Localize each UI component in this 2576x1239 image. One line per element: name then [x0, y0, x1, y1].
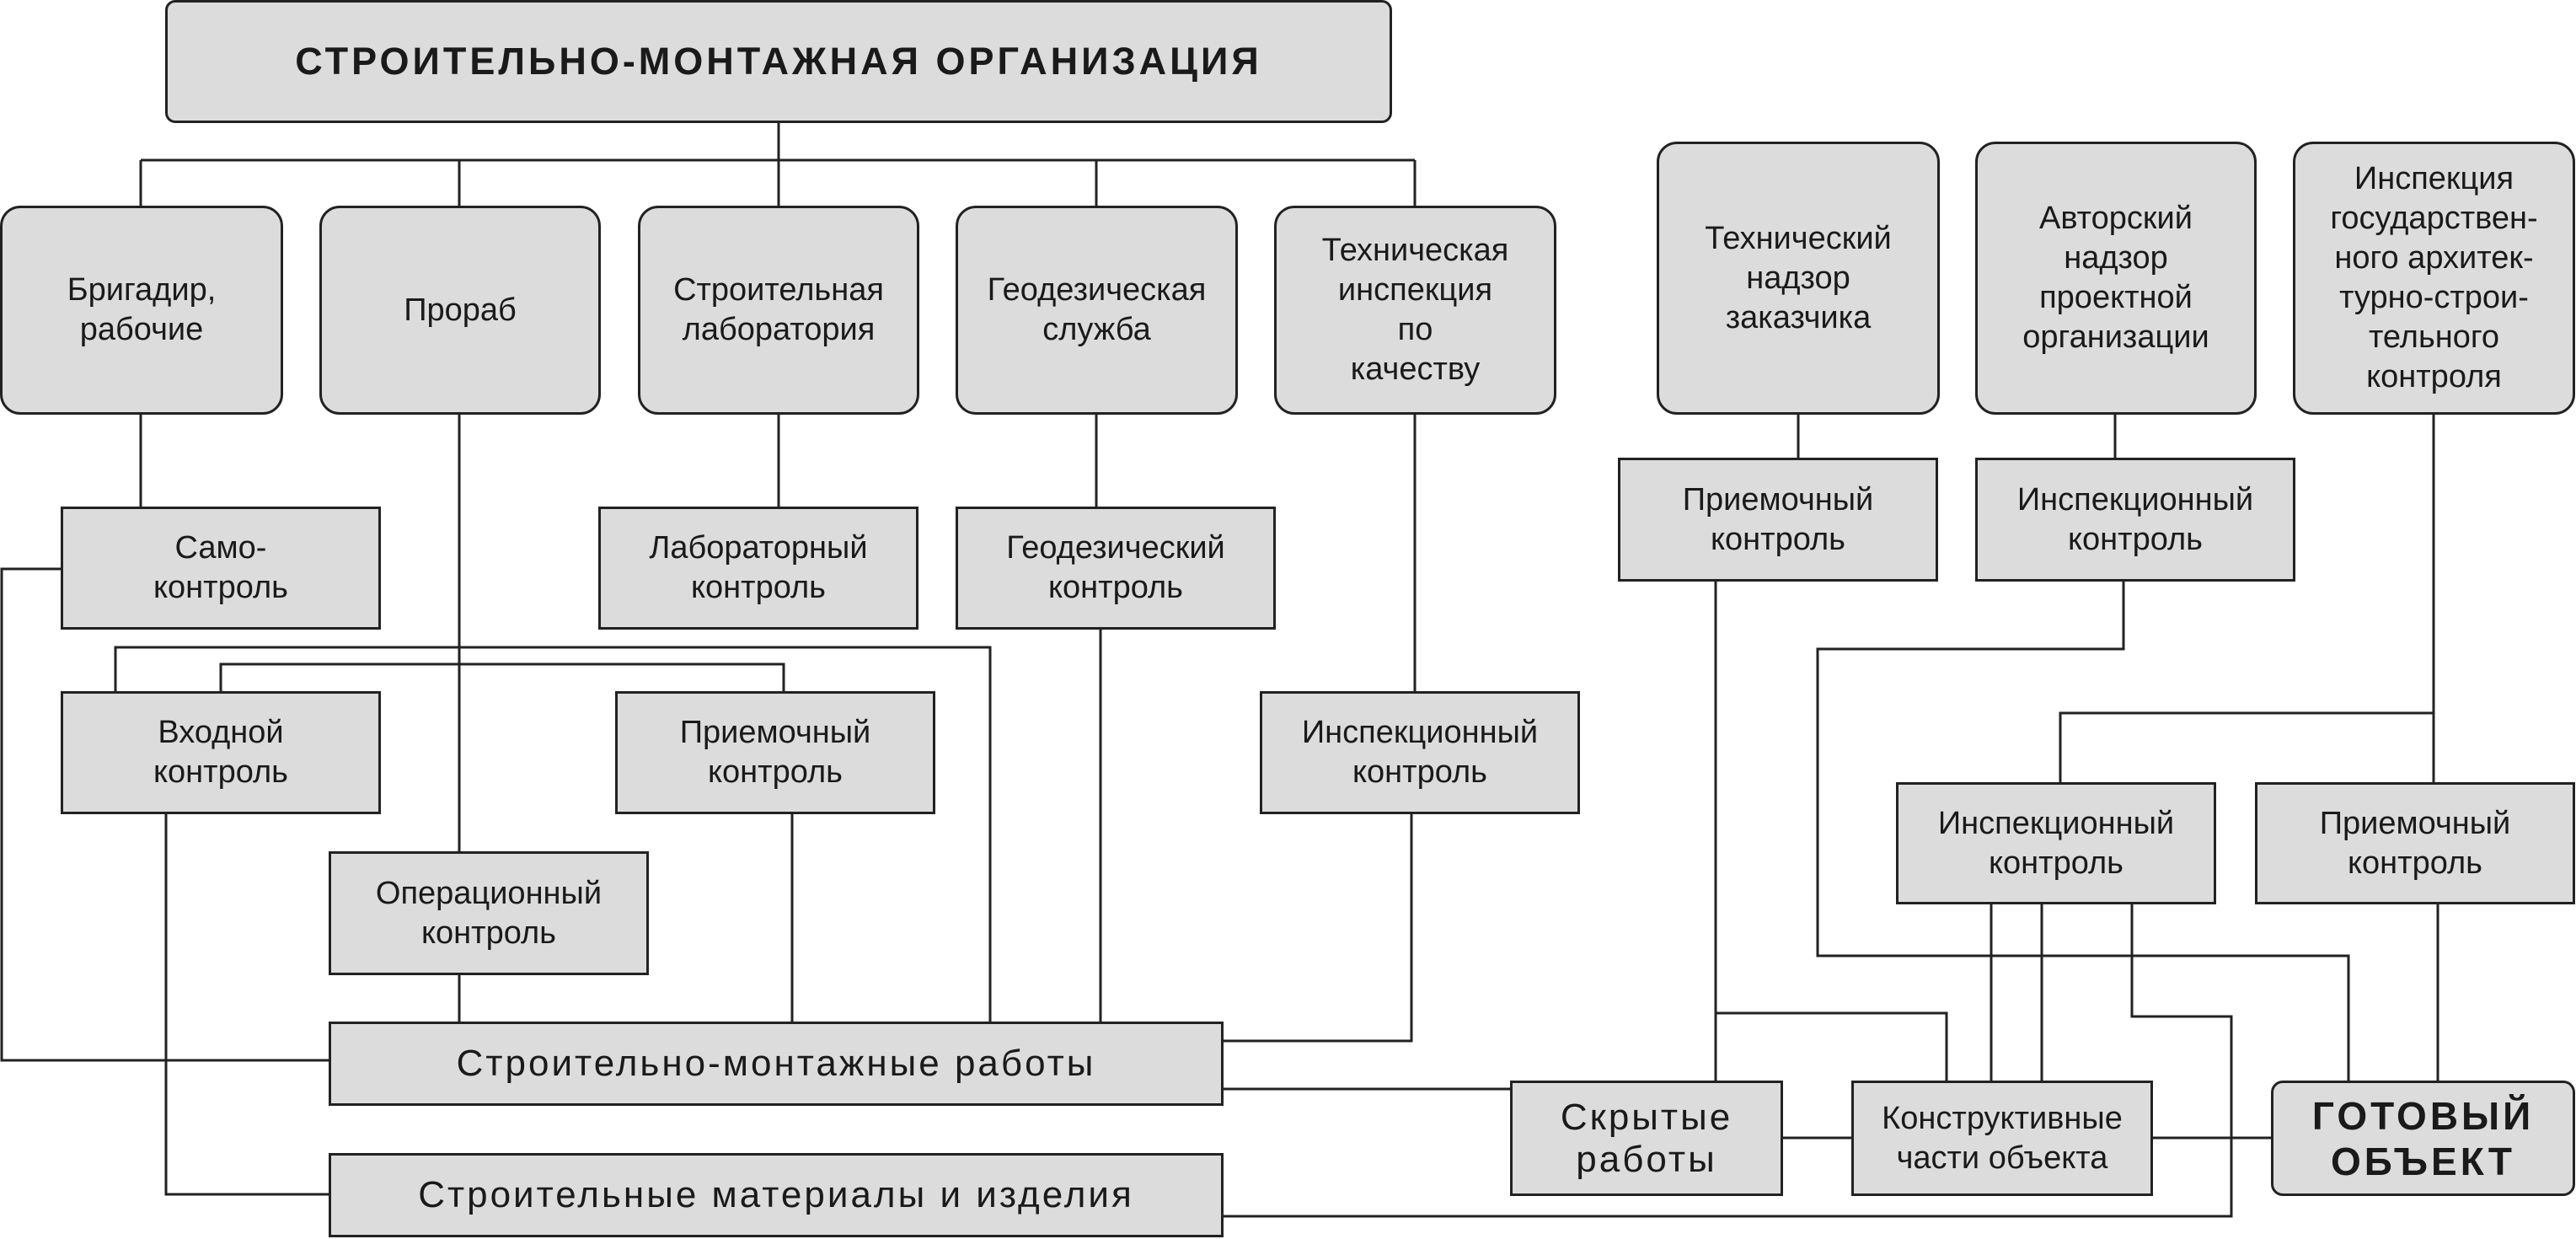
control-input-label: Входной контроль: [153, 715, 288, 790]
control-acceptance-customer: Приемочный контроль: [1618, 458, 1938, 582]
object-works: Строительно-монтажные работы: [329, 1022, 1224, 1106]
control-inspection-author-label: Инспекционный контроль: [2016, 481, 2254, 557]
body-state-inspection-label: Инспекция государствен- ного архитек- ту…: [2330, 161, 2538, 394]
object-hidden-works-label: Скрытые работы: [1560, 1096, 1733, 1180]
control-acceptance-state: Приемочный контроль: [2255, 782, 2575, 904]
unit-brigadir: Бригадир, рабочие: [0, 206, 283, 415]
object-materials-label: Строительные материалы и изделия: [418, 1174, 1134, 1215]
control-geo: Геодезический контроль: [956, 507, 1276, 630]
object-works-label: Строительно-монтажные работы: [456, 1043, 1096, 1084]
unit-lab: Строительная лаборатория: [638, 206, 919, 415]
control-inspection-internal: Инспекционный контроль: [1260, 691, 1580, 814]
control-self-label: Само- контроль: [153, 530, 288, 605]
control-inspection-internal-label: Инспекционный контроль: [1301, 715, 1539, 790]
object-finished: ГОТОВЫЙ ОБЪЕКТ: [2271, 1081, 2575, 1196]
control-operational-label: Операционный контроль: [375, 875, 602, 951]
object-finished-label: ГОТОВЫЙ ОБЪЕКТ: [2311, 1093, 2535, 1183]
body-customer-supervision-label: Технический надзор заказчика: [1705, 220, 1892, 335]
control-self: Само- контроль: [61, 507, 381, 630]
control-lab-label: Лабораторный контроль: [649, 530, 868, 605]
connector: [164, 814, 329, 1196]
connector: [219, 662, 785, 691]
unit-tech-inspection-label: Техническая инспекция по качеству: [1321, 233, 1509, 387]
organization-title-box: СТРОИТЕЛЬНО-МОНТАЖНАЯ ОРГАНИЗАЦИЯ: [165, 0, 1392, 123]
body-author-supervision: Авторский надзор проектной организации: [1975, 142, 2257, 415]
connector: [1224, 814, 1413, 1043]
connector: [1224, 904, 2233, 1218]
control-lab: Лабораторный контроль: [598, 507, 918, 630]
object-hidden-works: Скрытые работы: [1510, 1081, 1783, 1196]
organization-title: СТРОИТЕЛЬНО-МОНТАЖНАЯ ОРГАНИЗАЦИЯ: [295, 40, 1262, 83]
control-input: Входной контроль: [61, 691, 381, 814]
control-acceptance-customer-label: Приемочный контроль: [1682, 481, 1874, 557]
control-acceptance-internal-label: Приемочный контроль: [679, 715, 871, 790]
control-acceptance-internal: Приемочный контроль: [615, 691, 935, 814]
unit-prorab: Прораб: [319, 206, 601, 415]
control-operational: Операционный контроль: [329, 851, 649, 975]
unit-lab-label: Строительная лаборатория: [673, 272, 884, 347]
control-geo-label: Геодезический контроль: [1006, 530, 1225, 605]
connector: [1716, 1011, 1948, 1081]
unit-prorab-label: Прораб: [404, 292, 517, 328]
unit-brigadir-label: Бригадир, рабочие: [67, 272, 217, 347]
control-inspection-author: Инспекционный контроль: [1975, 458, 2295, 582]
connector: [2059, 711, 2434, 782]
unit-geo: Геодезическая служба: [956, 206, 1238, 415]
body-state-inspection: Инспекция государствен- ного архитек- ту…: [2293, 142, 2575, 415]
unit-geo-label: Геодезическая служба: [987, 272, 1207, 347]
connector: [114, 646, 992, 1022]
object-materials: Строительные материалы и изделия: [329, 1153, 1224, 1237]
control-inspection-state: Инспекционный контроль: [1896, 782, 2216, 904]
control-inspection-state-label: Инспекционный контроль: [1937, 805, 2175, 881]
unit-tech-inspection: Техническая инспекция по качеству: [1274, 206, 1556, 415]
control-acceptance-state-label: Приемочный контроль: [2319, 805, 2511, 881]
body-author-supervision-label: Авторский надзор проектной организации: [2022, 201, 2209, 355]
body-customer-supervision: Технический надзор заказчика: [1657, 142, 1940, 415]
connector: [1816, 582, 2350, 1081]
object-structural-parts: Конструктивные части объекта: [1851, 1081, 2153, 1196]
object-structural-parts-label: Конструктивные части объекта: [1882, 1100, 2123, 1176]
